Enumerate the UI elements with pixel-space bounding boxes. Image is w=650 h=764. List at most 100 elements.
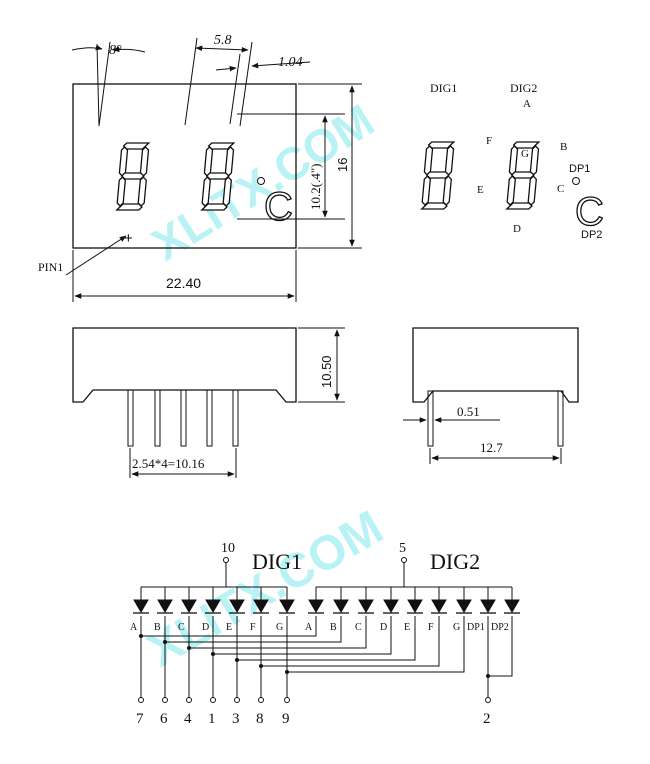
row-spacing-label: 12.7	[480, 440, 503, 455]
pin	[206, 389, 213, 447]
schematic: 10 5 DIG1 DIG2	[130, 541, 520, 727]
dig1-schematic-label: DIG1	[252, 549, 302, 574]
dp-pin-number: 2	[483, 711, 491, 727]
angle-arrow-left	[71, 44, 103, 51]
wire-dp2	[488, 616, 513, 677]
pitch-label: 5.8	[214, 33, 232, 48]
dig1-terminal	[223, 557, 229, 563]
pin-number: 1	[208, 711, 216, 727]
bottom-body-outline	[72, 327, 297, 403]
wire-c2	[189, 616, 367, 649]
segw-arrow-left	[215, 65, 237, 72]
dig1-label: DIG1	[430, 81, 457, 95]
pin-number: 3	[232, 711, 240, 727]
seg-f-label: F	[486, 135, 492, 147]
seg-a-label: A	[523, 98, 531, 110]
segw-arrow-right	[251, 61, 311, 69]
pitch-ext-left	[184, 37, 198, 126]
angle-label: 8°	[109, 43, 122, 58]
diodes-dig1	[133, 587, 295, 614]
seg-label: E	[226, 622, 232, 633]
dig2-schematic-label: DIG2	[430, 549, 480, 574]
legend-dp1-dot	[572, 177, 580, 185]
pin-number: 8	[256, 711, 264, 727]
pitch-ext-right	[239, 41, 253, 127]
seg-label: D	[380, 622, 387, 633]
dig1-pin-number: 10	[221, 541, 235, 556]
watermark-text: XLITX.COM	[139, 501, 392, 678]
wire-g2	[287, 616, 465, 673]
pin-terminals	[138, 697, 491, 703]
bottom-view: 10.50 2.54*4=10.16	[72, 327, 345, 478]
watermark-bottom: XLITX.COM	[139, 501, 392, 678]
wire-b2	[165, 616, 342, 643]
pin	[154, 389, 161, 447]
seg-label: F	[250, 622, 256, 633]
seg-label: A	[130, 622, 138, 633]
seg-label: E	[404, 622, 410, 633]
seg-label: C	[178, 622, 185, 633]
cathode-wiring	[140, 616, 513, 698]
side-pin-left	[427, 390, 434, 447]
pin-number: 7	[136, 711, 144, 727]
bottom-pins	[127, 389, 239, 447]
seg-label: DP1	[467, 622, 485, 633]
wire-e2	[237, 616, 416, 661]
seg-label: A	[305, 622, 313, 633]
side-pin-right	[557, 390, 564, 447]
wire-d2	[213, 616, 392, 655]
seg-label: G	[453, 622, 460, 633]
legend-digit-1	[421, 141, 455, 210]
seg-e-label: E	[477, 184, 484, 196]
front-degree-dot	[257, 177, 265, 185]
seg-c-label: C	[557, 183, 564, 195]
diodes-dig2	[308, 587, 520, 614]
pin-number: 4	[184, 711, 192, 727]
pin1-leader	[65, 235, 127, 276]
wire-a2	[141, 616, 317, 637]
seg-label: B	[330, 622, 337, 633]
pin	[232, 389, 239, 447]
angle-arrow-right	[112, 46, 146, 53]
pin1-marker: +	[124, 230, 133, 247]
legend-celsius-c: C	[575, 190, 604, 234]
pin	[127, 389, 134, 447]
side-view: 0.51 12.7	[403, 327, 579, 464]
seg-label: D	[202, 622, 209, 633]
dig2-segment-labels: A B C D E F G DP1 DP2	[305, 622, 509, 633]
seg-label: G	[276, 622, 283, 633]
pin-number: 9	[282, 711, 290, 727]
height-label: 16	[335, 158, 350, 172]
segw-ext-left	[229, 53, 241, 125]
front-digit-1	[116, 142, 150, 211]
angle-ext-line	[96, 43, 100, 127]
front-celsius-c: C	[264, 185, 293, 229]
dp2-label: DP2	[581, 229, 602, 241]
digit-height-label: 10.2(.4")	[308, 164, 323, 210]
seg-label: F	[428, 622, 434, 633]
dp1-label: DP1	[569, 163, 590, 175]
seg-label: C	[355, 622, 362, 633]
seg-label: DP2	[491, 622, 509, 633]
front-body-outline	[72, 83, 297, 249]
dig2-label: DIG2	[510, 81, 537, 95]
front-view: C 8° 5.8 1.04 10.2(.4") 16 + PIN1	[38, 33, 362, 302]
dig2-terminal	[401, 557, 407, 563]
seg-g-label: G	[521, 148, 529, 160]
dig1-segment-labels: A B C D E F G	[130, 622, 283, 633]
segment-legend: C DIG1 DIG2 A F B G E C D DP1 DP2	[421, 81, 605, 241]
angle-slant-line	[98, 41, 111, 127]
pin-numbers: 7 6 4 1 3 8 9 2	[136, 711, 491, 727]
pin	[180, 389, 187, 447]
seg-label: B	[154, 622, 161, 633]
wire-f2	[261, 616, 440, 667]
depth-label: 10.50	[319, 355, 334, 388]
pin-number: 6	[160, 711, 168, 727]
side-body-outline	[412, 327, 579, 403]
pitch-dim-line	[195, 45, 249, 53]
dig2-pin-number: 5	[399, 541, 406, 556]
junction-dots	[139, 634, 490, 678]
seg-b-label: B	[560, 141, 567, 153]
pin-pitch-label: 2.54*4=10.16	[132, 456, 205, 471]
